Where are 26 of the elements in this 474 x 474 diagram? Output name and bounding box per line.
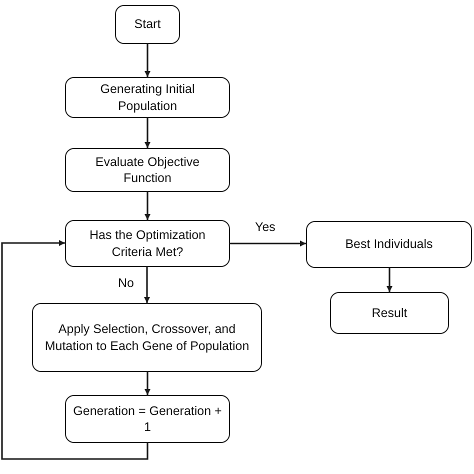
arrow (1, 240, 148, 460)
process-box (65, 148, 230, 192)
node-text: Result (372, 304, 408, 322)
node-text: Start (134, 16, 161, 33)
node-text: Has the Optimization Criteria Met? (88, 227, 207, 260)
arrow (144, 267, 150, 303)
node-text: Apply Selection, Crossover, and Mutation to Each Gene of Population (44, 321, 250, 354)
edge-label: Yes (253, 220, 278, 234)
node-text: Evaluate Objective Function (94, 154, 201, 186)
process-box (330, 292, 449, 334)
edge-label: No (116, 276, 136, 290)
node-text: Generation = Generation + 1 (72, 402, 223, 436)
node-text: Generating Initial Population (99, 81, 196, 114)
arrow (144, 44, 150, 77)
arrow (144, 192, 150, 220)
process-box (65, 77, 230, 118)
arrow (144, 118, 150, 148)
process-box (306, 221, 472, 268)
arrow (144, 372, 150, 395)
process-box (115, 5, 180, 44)
process-box (65, 395, 230, 443)
arrow (386, 268, 392, 292)
process-box (32, 303, 262, 372)
node-text: Best Individuals (345, 236, 433, 253)
arrow (230, 240, 306, 246)
decision-box (65, 220, 230, 267)
